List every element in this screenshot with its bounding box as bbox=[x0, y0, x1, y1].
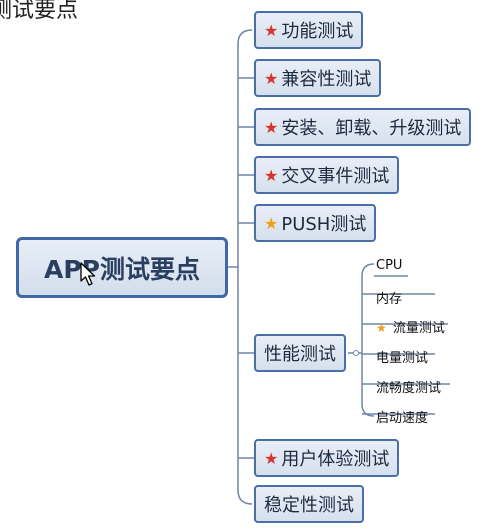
star-red-icon: ★ bbox=[264, 165, 279, 185]
star-red-icon: ★ bbox=[264, 68, 279, 88]
star-red-icon: ★ bbox=[264, 448, 279, 468]
branch-node-compatibility[interactable]: ★ 兼容性测试 bbox=[254, 59, 382, 97]
perf-item-traffic[interactable]: ★ 流量测试 bbox=[376, 321, 445, 336]
branch-label: PUSH测试 bbox=[281, 214, 367, 235]
branch-node-stability[interactable]: 稳定性测试 bbox=[254, 485, 364, 523]
branch-label: 功能测试 bbox=[281, 21, 354, 42]
page-heading: 测试要点 bbox=[0, 0, 79, 23]
branch-label: 稳定性测试 bbox=[264, 495, 354, 516]
perf-item-memory[interactable]: 内存 bbox=[376, 292, 403, 307]
branch-node-interrupt[interactable]: ★ 交叉事件测试 bbox=[254, 156, 400, 194]
branch-label: 交叉事件测试 bbox=[281, 166, 390, 187]
branch-label: 性能测试 bbox=[264, 344, 336, 365]
branch-node-functional[interactable]: ★ 功能测试 bbox=[254, 11, 364, 49]
perf-item-battery[interactable]: 电量测试 bbox=[376, 351, 429, 366]
branch-node-push[interactable]: ★ PUSH测试 bbox=[254, 204, 377, 242]
perf-item-cpu[interactable]: CPU bbox=[376, 258, 403, 273]
star-red-icon: ★ bbox=[264, 117, 279, 137]
root-node[interactable]: APP测试要点 bbox=[16, 237, 228, 298]
branch-label: 兼容性测试 bbox=[281, 69, 372, 90]
branch-label: 安装、卸载、升级测试 bbox=[281, 118, 462, 139]
star-red-icon: ★ bbox=[264, 20, 279, 40]
branch-node-ux[interactable]: ★ 用户体验测试 bbox=[254, 439, 400, 477]
perf-item-startup[interactable]: 启动速度 bbox=[376, 411, 429, 426]
mouse-cursor-icon bbox=[80, 262, 96, 286]
perf-item-smoothness[interactable]: 流畅度测试 bbox=[376, 381, 442, 396]
star-gold-icon: ★ bbox=[264, 213, 279, 233]
branch-node-performance[interactable]: 性能测试 bbox=[254, 334, 346, 372]
branch-node-install[interactable]: ★ 安装、卸载、升级测试 bbox=[254, 108, 472, 146]
star-gold-icon: ★ bbox=[376, 321, 387, 335]
branch-label: 用户体验测试 bbox=[281, 449, 390, 470]
